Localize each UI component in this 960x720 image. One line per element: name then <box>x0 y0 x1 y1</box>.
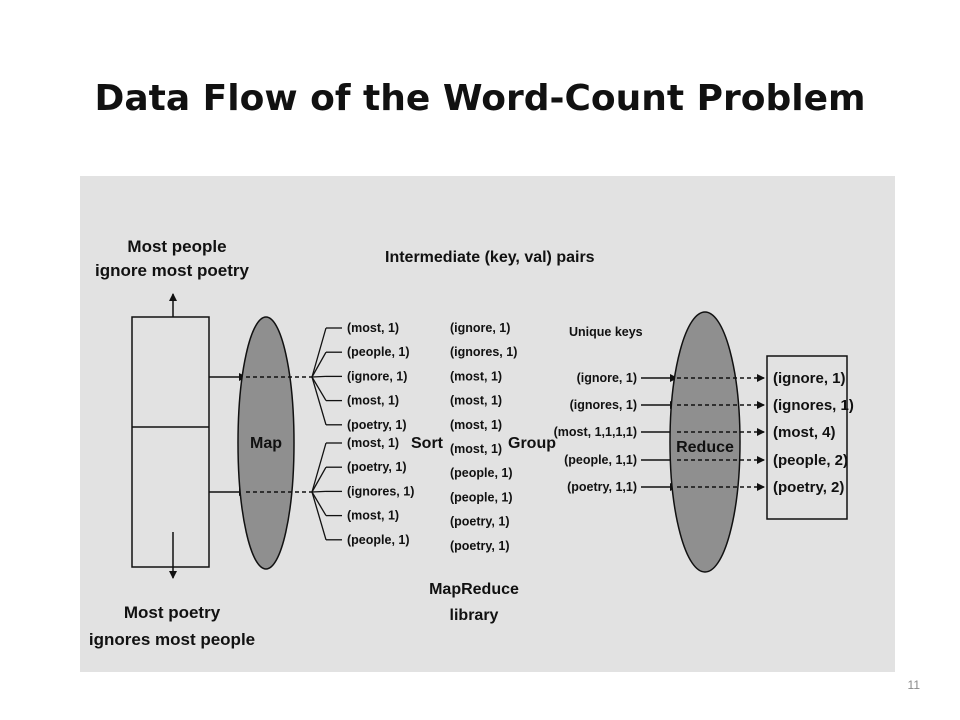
map-output-pair: (people, 1) <box>347 345 410 359</box>
fan-line <box>311 442 327 493</box>
map-output-pair: (ignore, 1) <box>347 369 407 383</box>
sorted-pair: (most, 1) <box>450 418 502 432</box>
mapreduce-diagram: Most people ignore most poetry Most poet… <box>89 237 854 649</box>
fan-line <box>311 376 327 425</box>
reduce-outputs: (ignore, 1) (ignores, 1) (most, 4) (people,… <box>773 370 854 496</box>
reduce-label: Reduce <box>676 439 734 456</box>
sorted-pair: (ignore, 1) <box>450 321 510 335</box>
map-label: Map <box>250 435 282 452</box>
map-output-pair: (most, 1) <box>347 394 399 408</box>
sort-label: Sort <box>411 435 444 452</box>
sorted-pair: (most, 1) <box>450 442 502 456</box>
map-output-pair: (ignores, 1) <box>347 484 414 498</box>
sorted-pairs: (ignore, 1) (ignores, 1) (most, 1) (most, 1… <box>450 321 517 553</box>
slide-title: Data Flow of the Word-Count Problem <box>94 78 866 119</box>
reduce-output: (ignores, 1) <box>773 397 854 414</box>
sorted-pair: (people, 1) <box>450 490 513 504</box>
unique-key: (ignore, 1) <box>577 371 637 385</box>
library-line-1: MapReduce <box>429 581 519 598</box>
reduce-output: (people, 2) <box>773 452 848 469</box>
reduce-ellipse <box>669 311 741 573</box>
fan-out-top <box>311 327 342 426</box>
unique-key: (most, 1,1,1,1) <box>554 425 637 439</box>
sorted-pair: (poetry, 1) <box>450 515 510 529</box>
fan-line <box>311 491 327 516</box>
reduce-output: (poetry, 2) <box>773 479 844 496</box>
input-bottom-line-2: ignores most people <box>89 630 255 649</box>
fan-line <box>311 327 327 378</box>
intermediate-header: Intermediate (key, val) pairs <box>385 249 595 266</box>
reduce-output: (ignore, 1) <box>773 370 846 387</box>
map-ellipse <box>237 316 295 570</box>
map-output-pair: (most, 1) <box>347 436 399 450</box>
library-line-2: library <box>450 607 499 624</box>
fan-line <box>311 376 327 401</box>
unique-key: (poetry, 1,1) <box>567 480 637 494</box>
sorted-pair: (most, 1) <box>450 369 502 383</box>
sorted-pair: (poetry, 1) <box>450 539 510 553</box>
input-top-line-2: ignore most poetry <box>95 261 250 280</box>
fan-line <box>311 375 327 378</box>
fan-out-bottom <box>311 442 342 541</box>
input-top-line-1: Most people <box>127 237 226 256</box>
reduce-dashes <box>677 374 765 491</box>
input-bottom-line-1: Most poetry <box>124 603 221 622</box>
map-output-bottom: (most, 1) (poetry, 1) (ignores, 1) (most, 1… <box>347 436 414 547</box>
unique-key: (ignores, 1) <box>570 398 637 412</box>
unique-keys: (ignore, 1) (ignores, 1) (most, 1,1,1,1) (p… <box>554 371 678 494</box>
sorted-pair: (ignores, 1) <box>450 345 517 359</box>
input-split-box <box>131 316 210 568</box>
map-output-top: (most, 1) (people, 1) (ignore, 1) (most, 1)… <box>347 321 410 432</box>
sorted-pair: (most, 1) <box>450 394 502 408</box>
fan-line <box>311 490 327 493</box>
map-output-pair: (most, 1) <box>347 321 399 335</box>
unique-key: (people, 1,1) <box>564 453 637 467</box>
fan-line <box>311 351 327 378</box>
unique-keys-label: Unique keys <box>569 325 643 339</box>
map-output-pair: (people, 1) <box>347 533 410 547</box>
map-output-pair: (most, 1) <box>347 509 399 523</box>
output-box <box>766 355 848 520</box>
fan-line <box>311 466 327 493</box>
reduce-output: (most, 4) <box>773 424 836 441</box>
map-output-pair: (poetry, 1) <box>347 418 407 432</box>
group-label: Group <box>508 435 556 452</box>
page-number: 11 <box>907 678 920 692</box>
map-output-pair: (poetry, 1) <box>347 460 407 474</box>
sorted-pair: (people, 1) <box>450 466 513 480</box>
diagram-panel: Most people ignore most poetry Most poet… <box>80 176 895 672</box>
fan-line <box>311 491 327 540</box>
